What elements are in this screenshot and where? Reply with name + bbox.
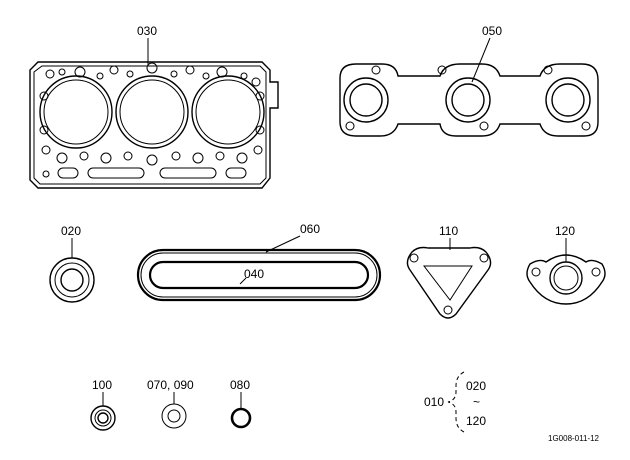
label-120: 120 xyxy=(555,224,575,238)
label-030: 030 xyxy=(137,24,157,38)
label-070-090: 070, 090 xyxy=(147,378,194,392)
kit-range-bracket xyxy=(447,371,465,433)
label-100: 100 xyxy=(92,378,112,392)
range-end-label: 120 xyxy=(466,414,486,428)
small-seal-100 xyxy=(90,405,116,431)
cylinder-head-gasket xyxy=(29,61,279,189)
label-080: 080 xyxy=(230,378,250,392)
range-tilde: ~ xyxy=(473,395,480,409)
label-010: 010 xyxy=(424,395,444,409)
range-start-label: 020 xyxy=(466,379,486,393)
label-040: 040 xyxy=(244,267,264,281)
label-060: 060 xyxy=(300,222,320,236)
triangular-gasket xyxy=(406,246,492,319)
manifold-gasket xyxy=(339,63,599,137)
label-050: 050 xyxy=(482,24,502,38)
cover-gasket xyxy=(136,248,382,302)
label-110: 110 xyxy=(439,224,458,238)
seal-ring xyxy=(49,257,95,303)
o-ring-080 xyxy=(230,407,252,429)
washer-070-090 xyxy=(161,403,187,429)
drawing-code: 1G008-011-12 xyxy=(548,434,600,443)
flange-gasket xyxy=(526,254,606,305)
label-020: 020 xyxy=(61,224,81,238)
